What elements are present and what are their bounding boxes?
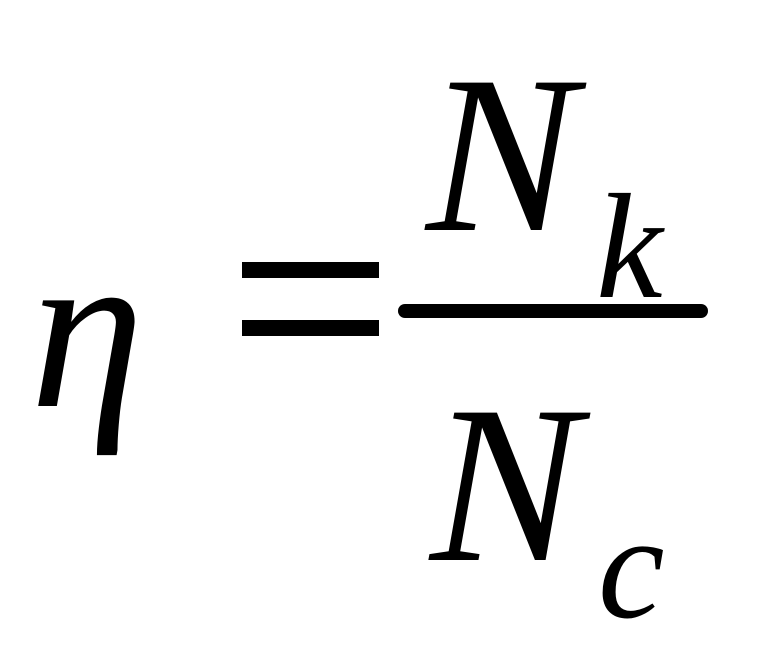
equals-bar-top [242, 262, 379, 278]
fraction-bar [398, 304, 708, 318]
numerator-subscript: k [596, 164, 663, 330]
denominator-subscript: c [598, 484, 665, 650]
equals-bar-bottom [242, 320, 379, 336]
eta-symbol: η [30, 201, 145, 456]
numerator-symbol: N [426, 29, 577, 279]
denominator-symbol: N [430, 359, 581, 609]
